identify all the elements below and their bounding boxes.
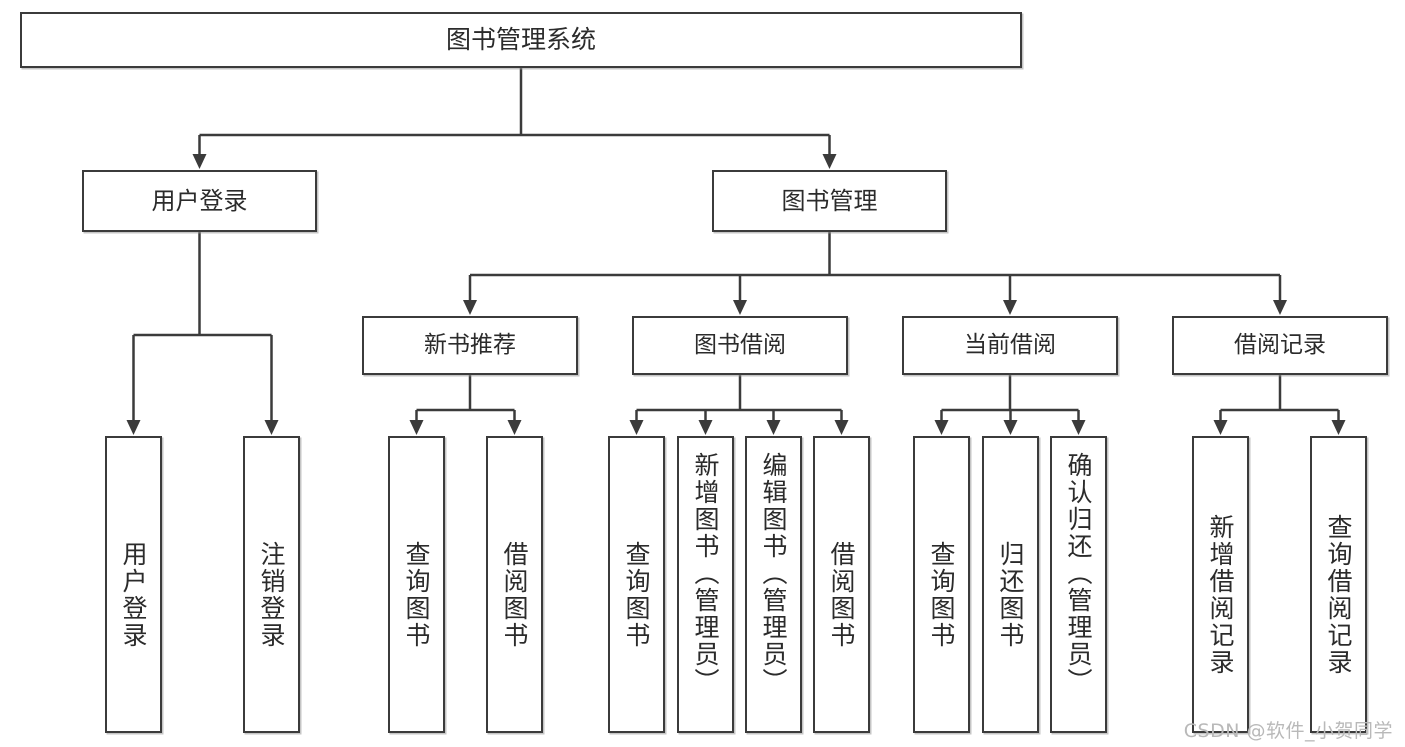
leaf-return-book-label: 归还图书 <box>996 540 1025 649</box>
leaf-add-record[interactable]: 新增借阅记录 <box>1192 436 1249 733</box>
watermark: CSDN @软件_小贺同学 <box>1183 720 1393 742</box>
leaf-query-book-cur[interactable]: 查询图书 <box>913 436 970 733</box>
node-new-book-recommend-label: 新书推荐 <box>424 331 516 358</box>
leaf-query-book-rec[interactable]: 查询图书 <box>388 436 445 733</box>
leaf-borrow-book-rec-label: 借阅图书 <box>500 540 529 649</box>
leaf-add-book[interactable]: 新增图书（管理员） <box>677 436 734 733</box>
node-current-borrow[interactable]: 当前借阅 <box>902 316 1118 375</box>
leaf-confirm-return-label: 确认归还（管理员） <box>1064 452 1093 695</box>
leaf-query-book-cur-label: 查询图书 <box>927 540 956 649</box>
leaf-borrow-book-bor-label: 借阅图书 <box>827 540 856 649</box>
leaf-add-book-label: 新增图书（管理员） <box>691 452 720 695</box>
leaf-user-logout-label: 注销登录 <box>257 540 286 649</box>
leaf-query-record[interactable]: 查询借阅记录 <box>1310 436 1367 733</box>
node-book-manage-label: 图书管理 <box>781 186 878 215</box>
node-book-manage[interactable]: 图书管理 <box>712 170 947 232</box>
leaf-borrow-book-bor[interactable]: 借阅图书 <box>813 436 870 733</box>
node-book-borrow[interactable]: 图书借阅 <box>632 316 848 375</box>
leaf-edit-book-label: 编辑图书（管理员） <box>759 452 788 695</box>
leaf-user-logout[interactable]: 注销登录 <box>243 436 300 733</box>
node-borrow-record-label: 借阅记录 <box>1234 331 1326 358</box>
leaf-user-login[interactable]: 用户登录 <box>105 436 162 733</box>
node-root[interactable]: 图书管理系统 <box>20 12 1022 68</box>
leaf-query-record-label: 查询借阅记录 <box>1324 513 1353 676</box>
node-borrow-record[interactable]: 借阅记录 <box>1172 316 1388 375</box>
node-user-login[interactable]: 用户登录 <box>82 170 317 232</box>
node-user-login-label: 用户登录 <box>151 186 248 215</box>
leaf-confirm-return[interactable]: 确认归还（管理员） <box>1050 436 1107 733</box>
leaf-user-login-label: 用户登录 <box>119 540 148 649</box>
node-new-book-recommend[interactable]: 新书推荐 <box>362 316 578 375</box>
node-root-label: 图书管理系统 <box>445 25 596 55</box>
leaf-borrow-book-rec[interactable]: 借阅图书 <box>486 436 543 733</box>
node-current-borrow-label: 当前借阅 <box>964 331 1056 358</box>
leaf-query-book-bor-label: 查询图书 <box>622 540 651 649</box>
leaf-return-book[interactable]: 归还图书 <box>982 436 1039 733</box>
node-book-borrow-label: 图书借阅 <box>694 331 786 358</box>
leaf-add-record-label: 新增借阅记录 <box>1206 513 1235 676</box>
leaf-edit-book[interactable]: 编辑图书（管理员） <box>745 436 802 733</box>
leaf-query-book-rec-label: 查询图书 <box>402 540 431 649</box>
leaf-query-book-bor[interactable]: 查询图书 <box>608 436 665 733</box>
